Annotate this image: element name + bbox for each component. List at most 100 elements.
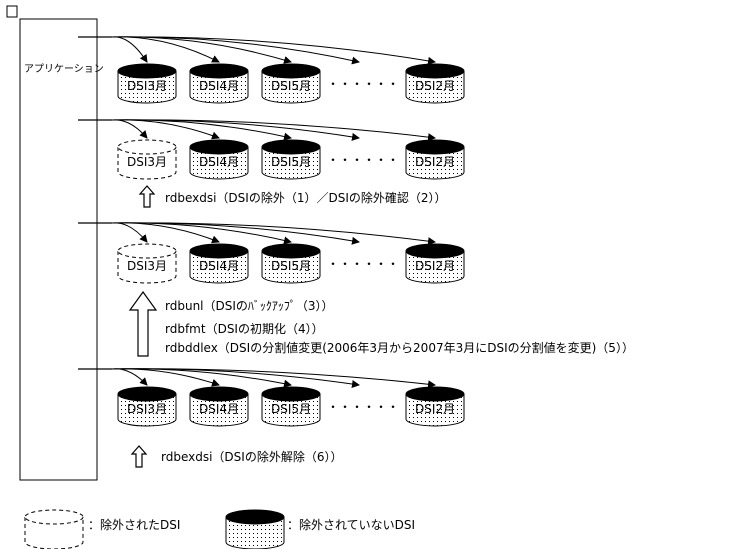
disk-top bbox=[405, 243, 465, 259]
disk-body bbox=[189, 147, 249, 180]
command-text: rdbddlex（DSIの分割値変更(2006年3月から2007年3月にDSIの… bbox=[165, 340, 634, 355]
disk-label: DSI4月 bbox=[199, 155, 239, 169]
disk-top bbox=[261, 139, 321, 155]
disk-label: DSI3月 bbox=[127, 402, 167, 416]
access-arrow bbox=[111, 222, 436, 246]
ellipsis: ・・・・・・ bbox=[327, 77, 399, 91]
disk-body bbox=[405, 71, 465, 104]
disk-top bbox=[24, 509, 84, 525]
disk-3-4: DSI2月 bbox=[405, 243, 465, 284]
access-arrow bbox=[111, 36, 436, 65]
stage-4: DSI3月 DSI4月 DSI5月 DSI2月 ・・・・・・ bbox=[78, 368, 465, 427]
disk-label: DSI4月 bbox=[199, 402, 239, 416]
disk-1-3: DSI5月 bbox=[261, 63, 321, 104]
disk-2-2: DSI4月 bbox=[189, 139, 249, 180]
disk-1-2: DSI4月 bbox=[189, 63, 249, 104]
disk-body bbox=[405, 147, 465, 180]
stage-1: DSI3月 DSI4月 DSI5月 DSI2月 ・・・・・・ bbox=[78, 36, 465, 104]
access-arrow bbox=[111, 222, 148, 243]
legend-excluded-disk-icon bbox=[24, 509, 84, 549]
disk-label: DSI3月 bbox=[127, 155, 167, 169]
disk-label: DSI5月 bbox=[271, 155, 311, 169]
disk-top bbox=[261, 63, 321, 79]
disk-top bbox=[189, 243, 249, 259]
access-arrow bbox=[111, 36, 292, 64]
ellipsis: ・・・・・・ bbox=[327, 257, 399, 271]
disk-body bbox=[261, 394, 321, 427]
disk-2-1: DSI3月 bbox=[117, 139, 177, 180]
disk-body bbox=[189, 251, 249, 284]
ellipsis: ・・・・・・ bbox=[327, 400, 399, 414]
disk-body bbox=[117, 71, 177, 104]
disk-top bbox=[405, 386, 465, 402]
disk-body bbox=[189, 394, 249, 427]
application-label: アプリケーション bbox=[24, 63, 104, 75]
disk-label: DSI4月 bbox=[199, 79, 239, 93]
access-arrow bbox=[111, 36, 360, 65]
commands-layer: rdbexdsi（DSIの除外（1）／DSIの除外確認（2））rdbunl（DS… bbox=[128, 185, 634, 468]
disk-label: DSI3月 bbox=[127, 259, 167, 273]
disk-4-2: DSI4月 bbox=[189, 386, 249, 427]
disk-top bbox=[117, 63, 177, 79]
disk-body bbox=[117, 147, 177, 180]
command-text: rdbfmt（DSIの初期化（4）） bbox=[165, 322, 324, 336]
disk-1-1: DSI3月 bbox=[117, 63, 177, 104]
disk-2-3: DSI5月 bbox=[261, 139, 321, 180]
access-arrow bbox=[111, 119, 148, 139]
access-arrow bbox=[111, 368, 436, 389]
stage-3: DSI3月 DSI4月 DSI5月 DSI2月・・・・・・ bbox=[78, 222, 465, 284]
legend-not-excluded-label: ：除外されていないDSI bbox=[287, 517, 415, 532]
access-arrow bbox=[111, 36, 220, 63]
disk-3-1: DSI3月 bbox=[117, 243, 177, 284]
disk-label: DSI2月 bbox=[415, 155, 455, 169]
command-text: rdbexdsi（DSIの除外解除（6）） bbox=[161, 449, 342, 464]
access-arrow bbox=[111, 36, 148, 63]
disk-top bbox=[189, 63, 249, 79]
disk-top bbox=[405, 139, 465, 155]
disk-label: DSI2月 bbox=[415, 402, 455, 416]
application-box bbox=[19, 18, 98, 481]
disk-body bbox=[261, 251, 321, 284]
disk-top bbox=[117, 386, 177, 402]
disk-body bbox=[261, 71, 321, 104]
access-arrow bbox=[111, 222, 360, 245]
disk-label: DSI2月 bbox=[415, 79, 455, 93]
disk-top bbox=[261, 243, 321, 259]
disk-body bbox=[24, 517, 84, 549]
disk-2-4: DSI2月 bbox=[405, 139, 465, 180]
disk-3-3: DSI5月 bbox=[261, 243, 321, 284]
disk-1-4: DSI2月 bbox=[405, 63, 465, 104]
legend-not-excluded-disk-icon bbox=[225, 509, 285, 549]
disk-3-2: DSI4月 bbox=[189, 243, 249, 284]
application-corner-marker bbox=[6, 5, 18, 18]
access-arrow bbox=[111, 222, 292, 245]
disk-label: DSI5月 bbox=[271, 79, 311, 93]
legend-not-excluded-disk bbox=[225, 509, 285, 549]
disk-body bbox=[117, 394, 177, 427]
disk-top bbox=[261, 386, 321, 402]
disk-label: DSI4月 bbox=[199, 259, 239, 273]
disk-body bbox=[405, 394, 465, 427]
access-arrow bbox=[111, 368, 148, 386]
disk-label: DSI5月 bbox=[271, 402, 311, 416]
disk-body bbox=[117, 251, 177, 284]
command-text: rdbexdsi（DSIの除外（1）／DSIの除外確認（2）） bbox=[165, 190, 447, 205]
disk-top bbox=[117, 243, 177, 259]
disk-top bbox=[189, 139, 249, 155]
ellipsis: ・・・・・・ bbox=[327, 153, 399, 167]
disk-body bbox=[261, 147, 321, 180]
access-arrow bbox=[111, 368, 360, 388]
command-arrow-stage-4 bbox=[130, 445, 148, 468]
command-arrow-stage-2 bbox=[138, 185, 156, 208]
disk-top bbox=[117, 139, 177, 155]
disk-top bbox=[405, 63, 465, 79]
access-arrow bbox=[111, 119, 360, 141]
disk-4-3: DSI5月 bbox=[261, 386, 321, 427]
disk-4-4: DSI2月 bbox=[405, 386, 465, 427]
command-arrow-stage-3 bbox=[128, 290, 158, 357]
legend-excluded-disk bbox=[24, 509, 84, 549]
access-arrow bbox=[111, 119, 436, 142]
legend-excluded-label: ：除外されたDSI bbox=[88, 517, 180, 532]
